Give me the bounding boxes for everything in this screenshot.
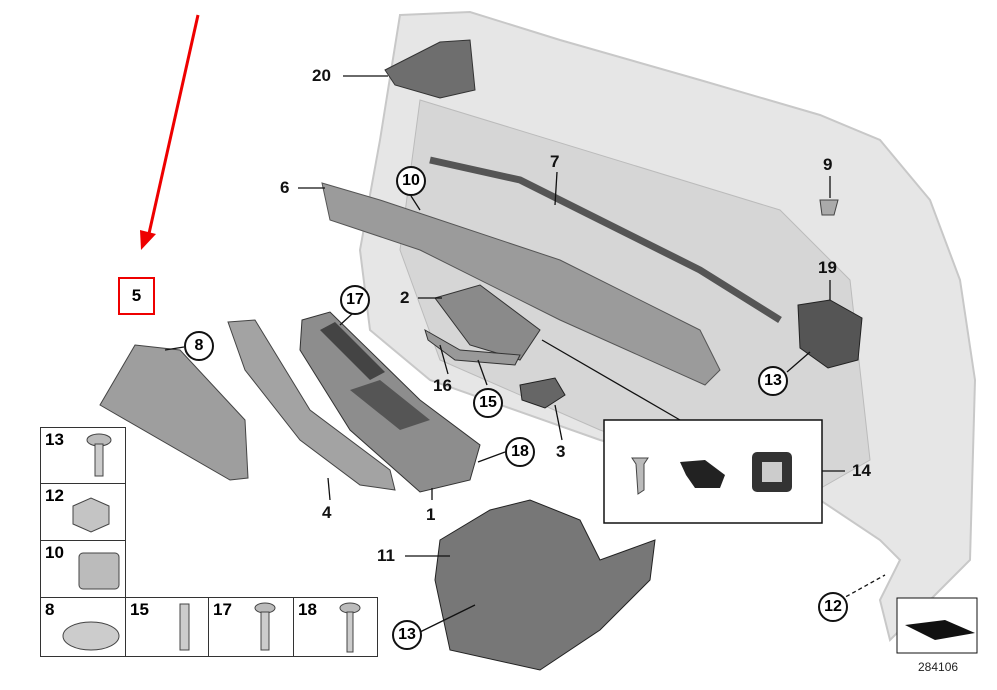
clip-icon xyxy=(78,552,120,590)
callout-14: 14 xyxy=(852,461,871,480)
callout-20: 20 xyxy=(312,66,331,85)
callout-2: 2 xyxy=(400,288,410,307)
highlight-arrow xyxy=(146,14,200,239)
callout-12: 12 xyxy=(818,592,848,622)
speed-nut-icon xyxy=(62,621,120,651)
callout-1: 1 xyxy=(426,505,436,524)
nut-icon xyxy=(72,497,110,533)
part-5-cover-panel xyxy=(99,344,249,481)
fastener-cell: 8 xyxy=(40,597,126,657)
screw-icon xyxy=(339,602,361,653)
part-2-handle xyxy=(434,284,541,361)
part-4-grab-trim xyxy=(227,319,396,491)
callout-13: 13 xyxy=(758,366,788,396)
callout-10: 10 xyxy=(396,166,426,196)
callout-9: 9 xyxy=(823,155,833,174)
fastener-cell: 13 xyxy=(40,427,126,484)
part-3-switch xyxy=(519,377,566,409)
callout-15: 15 xyxy=(473,388,503,418)
callout-17: 17 xyxy=(340,285,370,315)
part-9-clip xyxy=(819,199,839,216)
callout-3: 3 xyxy=(556,442,566,461)
callout-13-pocket: 13 xyxy=(392,620,422,650)
part-7-cable xyxy=(429,156,782,323)
diagram-id: 284106 xyxy=(918,660,959,674)
part-16-handle-trim xyxy=(424,328,521,366)
screw-icon xyxy=(254,602,276,651)
callout-4: 4 xyxy=(322,503,332,522)
callout-11: 11 xyxy=(377,546,395,565)
fastener-cell: 12 xyxy=(40,483,126,541)
callout-7: 7 xyxy=(550,152,560,171)
leader-lines xyxy=(164,75,886,633)
callout-19: 19 xyxy=(818,258,837,277)
screw-icon xyxy=(86,433,112,477)
part-6-trim-strip xyxy=(321,182,721,386)
callout-18: 18 xyxy=(505,437,535,467)
callout-6: 6 xyxy=(280,178,290,197)
fastener-cell: 18 xyxy=(293,597,378,657)
part-11-storage-pocket xyxy=(434,499,656,671)
callout-5-highlighted: 5 xyxy=(118,277,155,315)
fastener-cell: 10 xyxy=(40,540,126,598)
callout-8: 8 xyxy=(184,331,214,361)
fastener-cell: 17 xyxy=(208,597,294,657)
fastener-cell: 15 xyxy=(125,597,209,657)
part-20-mirror-cover xyxy=(384,39,476,99)
pin-icon xyxy=(179,603,190,651)
callout-16: 16 xyxy=(433,376,452,395)
